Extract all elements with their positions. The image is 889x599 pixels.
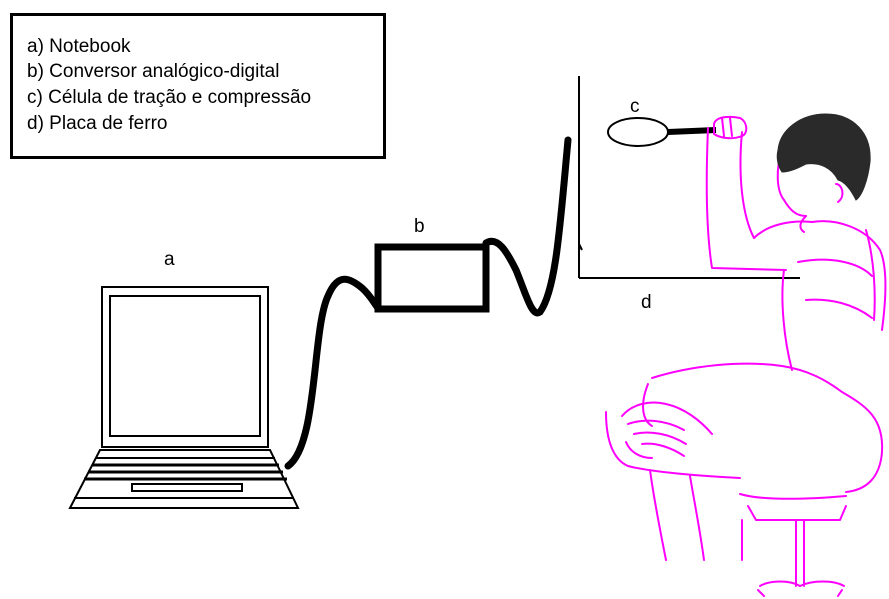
cable-converter-cell: [482, 136, 572, 317]
legend-box: a) Notebook b) Conversor analógico-digit…: [10, 13, 386, 159]
label-c: c: [630, 96, 640, 117]
cable-laptop-converter: [284, 275, 382, 470]
legend-item-c: c) Célula de tração e compressão: [27, 87, 312, 108]
legend-item-a: a) Notebook: [27, 36, 131, 57]
label-a: a: [164, 249, 175, 270]
seated-person: [605, 115, 887, 597]
legend-item-d: d) Placa de ferro: [27, 113, 168, 134]
load-cell: [607, 117, 717, 147]
label-b: b: [414, 216, 425, 237]
converter-box: [374, 243, 490, 313]
laptop-icon: [68, 286, 300, 509]
iron-plate: [578, 76, 800, 279]
label-d: d: [641, 292, 652, 313]
person-hair: [776, 113, 871, 201]
legend-item-b: b) Conversor analógico-digital: [27, 61, 280, 82]
